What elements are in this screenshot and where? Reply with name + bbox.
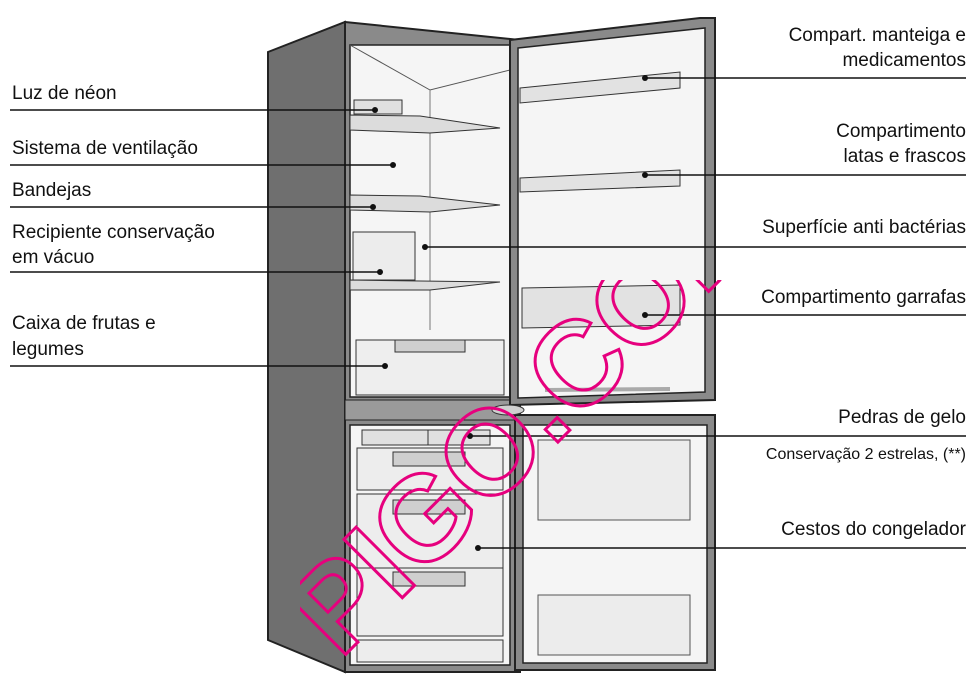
label-conservacao: Conservação 2 estrelas, (**) [765,446,966,463]
door-bin-cans [519,169,681,193]
label-recipiente-line2: em vácuo [12,247,95,268]
freezer-drawer-4 [356,639,504,663]
shelf-1 [349,114,501,134]
label-pedras-gelo: Pedras de gelo [838,407,966,428]
label-sistema-ventilacao: Sistema de ventilação [12,138,198,159]
light-module [353,99,403,115]
door-bin-butter [519,71,681,104]
label-bandejas: Bandejas [12,180,92,201]
freezer-drawer-2-handle [392,499,466,515]
freezer-door-panel-1 [537,439,691,521]
door-bin-bottles [521,284,681,329]
label-superficie: Superfície anti bactérias [762,217,966,238]
door-handle-divider [491,404,525,416]
shelf-3 [349,279,501,291]
freezer-door-panel-2 [537,594,691,656]
cabinet-side [267,20,346,674]
label-caixa-line2: legumes [12,339,84,360]
label-manteiga-line2: medicamentos [842,50,966,71]
label-luz-de-neon: Luz de néon [12,83,117,104]
ice-tray [361,429,491,446]
leader-dots [370,75,648,551]
label-caixa-line1: Caixa de frutas e [12,313,156,334]
label-garrafas: Compartimento garrafas [761,287,966,308]
label-recipiente-line1: Recipiente conservação [12,222,215,243]
freezer-drawer-3-handle [392,571,466,587]
door-bottom-ridge [544,387,671,392]
label-manteiga-line1: Compart. manteiga e [788,25,966,46]
label-latas-line2: latas e frascos [843,146,967,167]
vacuum-container [352,231,416,281]
freezer-drawer-1-handle [392,451,466,467]
leader-lines [10,77,966,549]
fruit-drawer-handle [394,339,466,353]
fruit-drawer [355,339,505,396]
freezer-drawer-2 [356,493,504,637]
label-cestos: Cestos do congelador [781,519,966,540]
label-latas-line1: Compartimento [836,121,966,142]
